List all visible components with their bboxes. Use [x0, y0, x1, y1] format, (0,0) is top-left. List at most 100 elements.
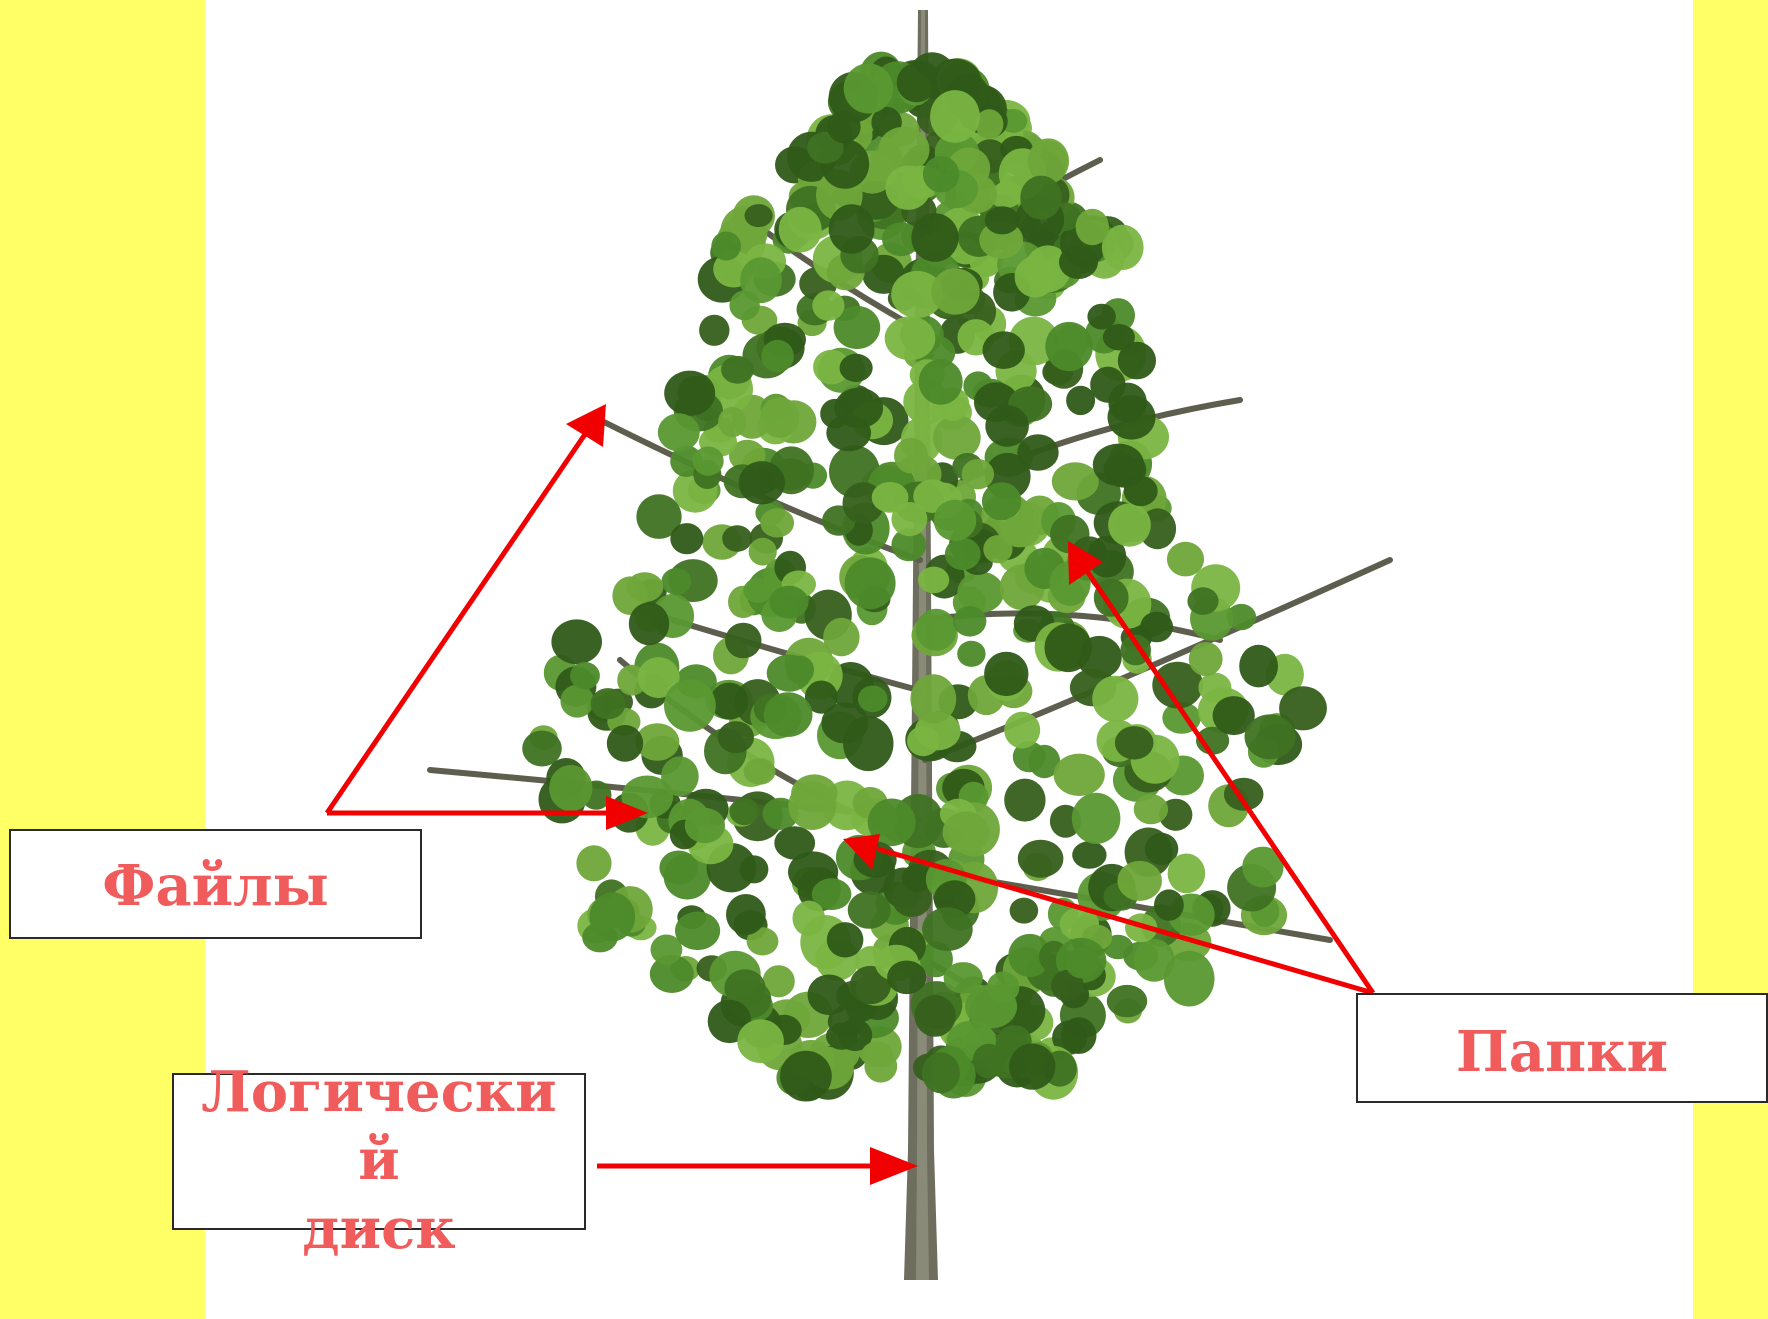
- leaf: [793, 901, 826, 936]
- leaf: [918, 567, 949, 594]
- leaf: [982, 482, 1021, 520]
- leaf: [1010, 898, 1039, 924]
- leaf: [840, 354, 873, 382]
- leaf: [844, 63, 893, 113]
- leaf: [1017, 434, 1058, 470]
- leaf: [664, 679, 716, 732]
- leaf: [760, 397, 799, 438]
- arrowhead-files-to-leaf: [566, 404, 606, 447]
- leaf: [726, 894, 766, 935]
- leaf: [627, 572, 664, 602]
- leaf: [549, 765, 592, 811]
- leaf: [661, 568, 691, 595]
- leaf: [848, 891, 891, 929]
- leaf: [1045, 624, 1092, 673]
- leaf: [670, 523, 703, 554]
- leaf: [693, 447, 724, 476]
- leaf: [808, 975, 851, 1016]
- leaf: [764, 692, 813, 737]
- leaf: [812, 290, 844, 320]
- leaf: [1076, 209, 1109, 246]
- leaf: [744, 758, 776, 785]
- leaf: [957, 572, 1004, 613]
- leaf: [1107, 985, 1147, 1017]
- leaf: [829, 204, 875, 254]
- leaf: [887, 961, 926, 995]
- leaf: [823, 618, 859, 657]
- leaf: [1072, 793, 1121, 844]
- leaf: [1164, 951, 1215, 1007]
- leaf: [945, 538, 981, 570]
- files-label: Файлы: [9, 858, 422, 914]
- leaf: [1054, 754, 1105, 796]
- leaf: [983, 535, 1012, 563]
- leaf: [1115, 726, 1154, 759]
- leaf: [953, 606, 986, 637]
- leaf: [786, 656, 814, 685]
- leaf: [943, 812, 990, 854]
- logical-disk-label: Логически й диск: [172, 1058, 586, 1263]
- leaf: [826, 415, 871, 452]
- leaf: [729, 798, 759, 825]
- leaf: [743, 578, 772, 603]
- leaf: [1009, 1044, 1055, 1090]
- leaf: [711, 232, 741, 261]
- leaf: [845, 557, 896, 609]
- logical-disk-label-line-3: диск: [172, 1195, 586, 1263]
- leaf: [1108, 503, 1151, 546]
- leaf: [560, 685, 594, 718]
- leaf: [919, 359, 963, 405]
- leaf: [761, 340, 794, 373]
- leaf: [923, 156, 959, 192]
- leaf: [962, 459, 994, 489]
- leaf: [987, 972, 1020, 1004]
- leaf: [710, 683, 748, 720]
- leaf: [725, 623, 761, 659]
- leaf: [1087, 304, 1115, 330]
- leaf: [922, 1052, 960, 1093]
- leaf: [769, 586, 808, 619]
- leaf: [894, 438, 928, 474]
- leaf: [1239, 645, 1278, 688]
- leaf: [1066, 386, 1095, 415]
- leaf: [1189, 642, 1223, 676]
- leaf: [843, 716, 893, 771]
- leaf: [864, 1050, 897, 1083]
- leaf: [737, 1019, 784, 1063]
- leaf: [745, 204, 773, 227]
- leaf: [1020, 176, 1062, 220]
- leaf: [629, 602, 669, 645]
- leaf: [897, 63, 937, 102]
- leaf: [658, 413, 700, 451]
- leaf: [607, 725, 643, 762]
- leaf: [885, 316, 936, 360]
- leaf: [1061, 1017, 1096, 1054]
- leaf: [551, 619, 602, 664]
- leaf: [760, 508, 794, 537]
- leaf: [788, 781, 836, 830]
- leaf: [590, 892, 636, 941]
- leaf: [570, 662, 600, 690]
- leaf: [1245, 714, 1296, 759]
- leaf: [827, 111, 861, 144]
- leaf: [916, 609, 957, 651]
- leaf: [1124, 476, 1158, 506]
- leaf: [675, 912, 720, 951]
- leaf: [722, 525, 752, 552]
- leaf: [739, 461, 785, 504]
- leaf: [591, 688, 626, 719]
- leaf: [984, 652, 1028, 696]
- leaf: [1154, 889, 1184, 920]
- leaf: [858, 686, 888, 713]
- leaf: [685, 808, 725, 843]
- leaf: [1004, 779, 1045, 822]
- leaf: [1052, 462, 1099, 500]
- leaf: [664, 371, 715, 416]
- leaf: [1134, 794, 1168, 824]
- leaf: [699, 315, 729, 346]
- leaf: [985, 206, 1019, 234]
- logical-disk-label-line-1: Логически: [172, 1058, 586, 1126]
- leaf: [1140, 612, 1173, 643]
- leaf: [930, 90, 980, 143]
- leaf: [1045, 322, 1093, 371]
